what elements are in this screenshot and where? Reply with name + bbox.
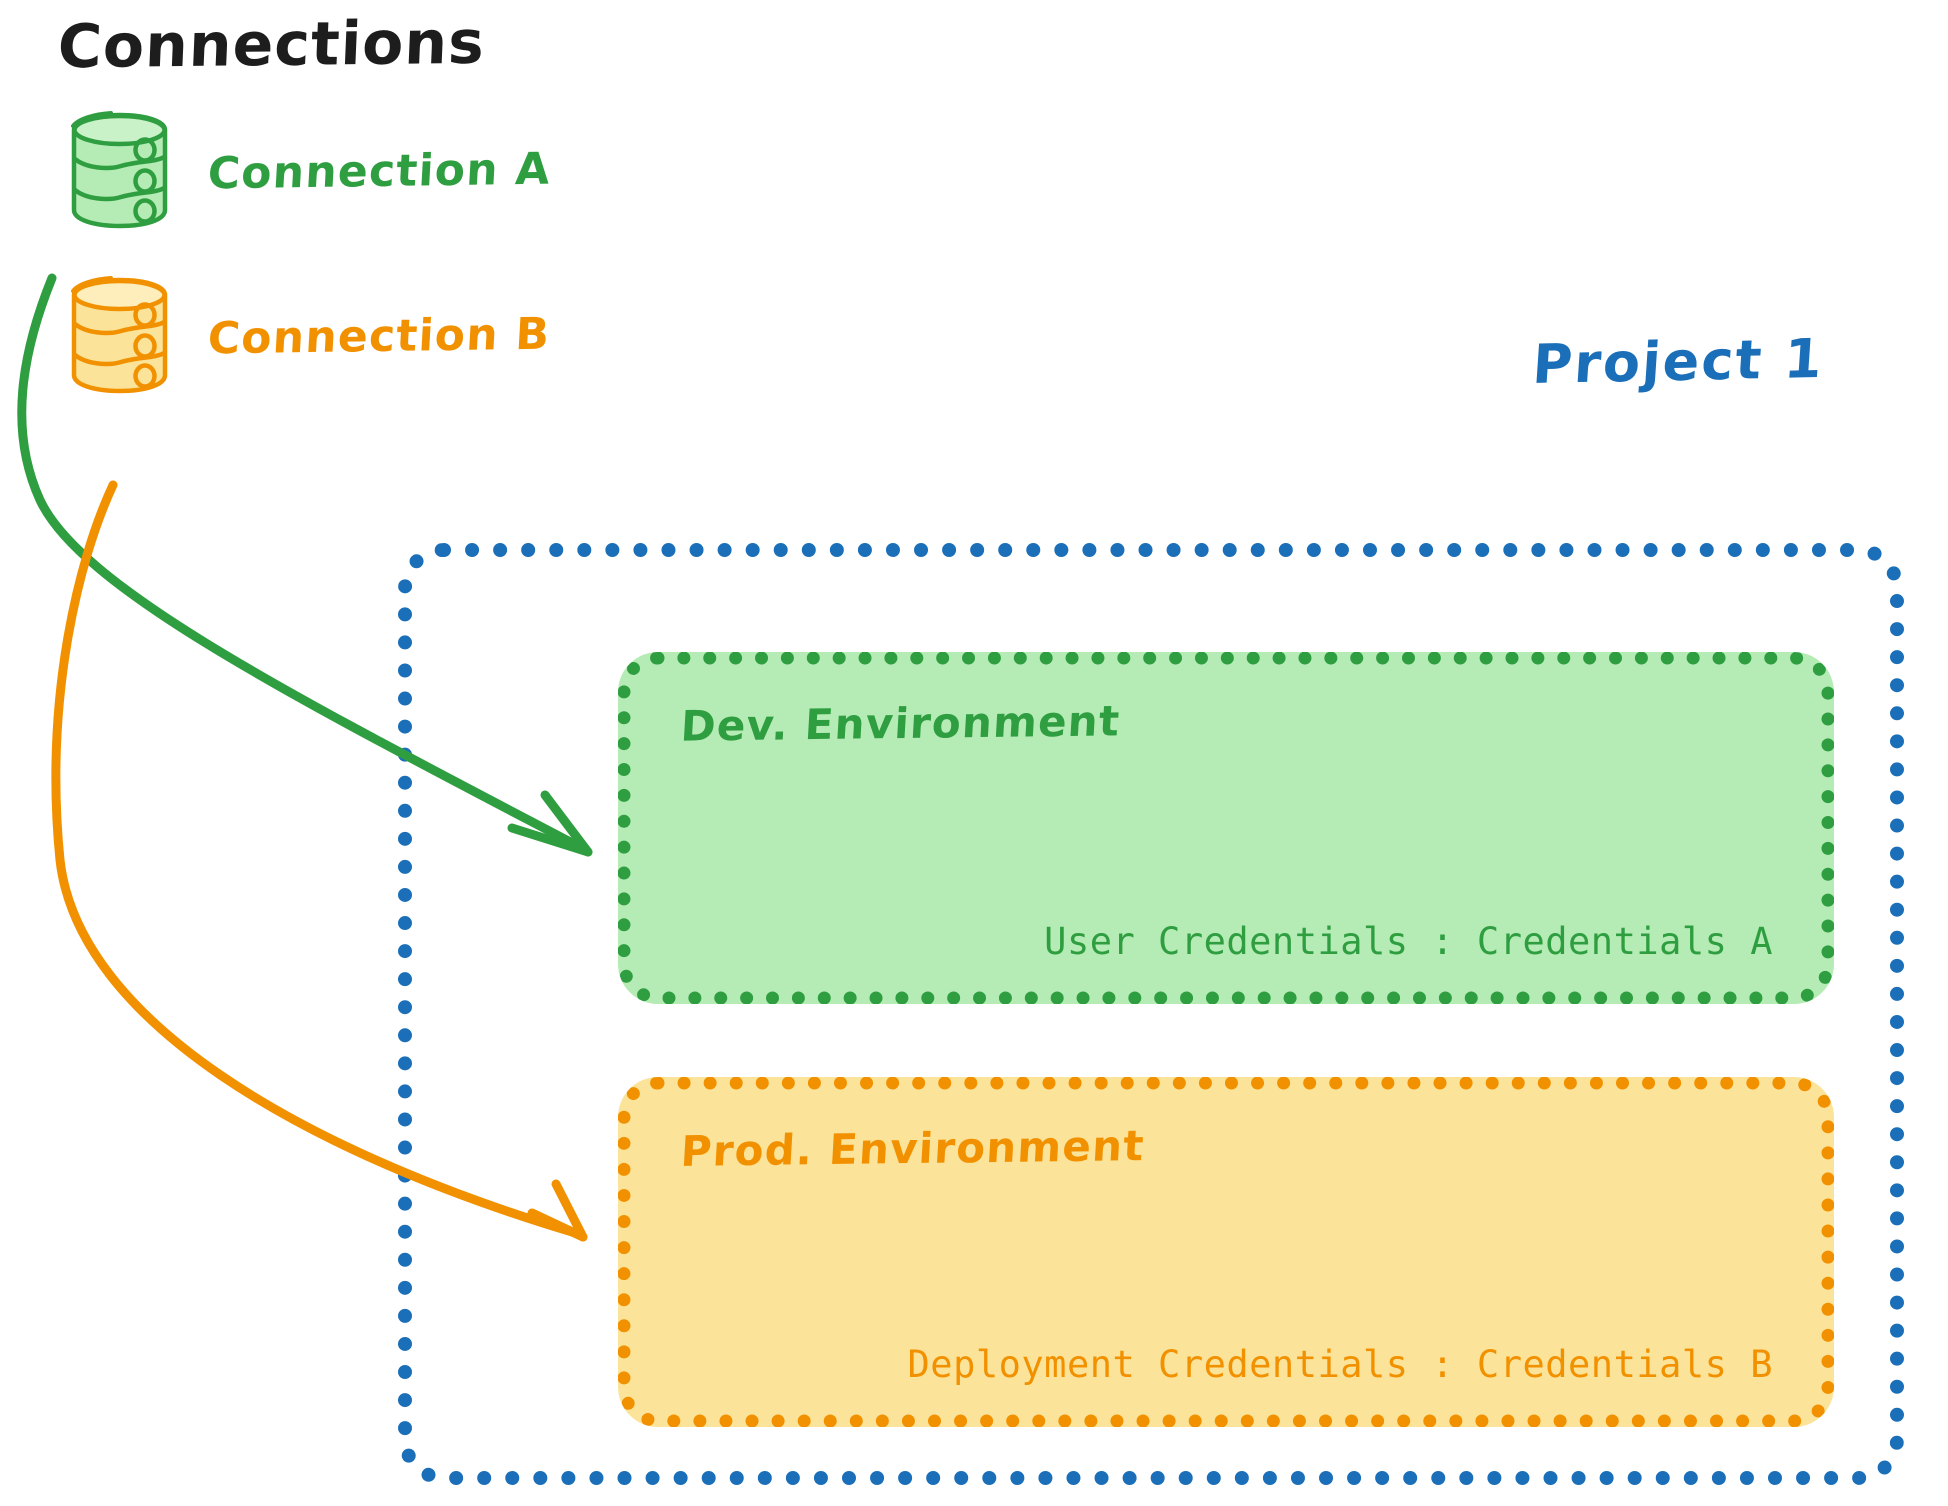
connection-item-a[interactable]: Connection A — [64, 110, 553, 232]
connection-item-b[interactable]: Connection B — [64, 275, 552, 397]
dev-environment-title: Dev. Environment — [679, 696, 1122, 751]
connection-label-a: Connection A — [206, 143, 553, 199]
project-label: Project 1 — [1530, 326, 1826, 397]
page-title: Connections — [56, 7, 487, 83]
prod-environment-credentials: Deployment Credentials : Credentials B — [907, 1343, 1773, 1386]
prod-environment-title: Prod. Environment — [679, 1121, 1147, 1176]
database-cylinder-icon — [64, 275, 180, 397]
dev-environment-box[interactable]: Dev. Environment User Credentials : Cred… — [618, 652, 1834, 1004]
project-container — [398, 543, 1904, 1485]
prod-environment-box[interactable]: Prod. Environment Deployment Credentials… — [618, 1077, 1834, 1427]
dev-environment-credentials: User Credentials : Credentials A — [1044, 920, 1773, 963]
database-cylinder-icon — [64, 110, 180, 232]
connection-label-b: Connection B — [206, 308, 552, 364]
